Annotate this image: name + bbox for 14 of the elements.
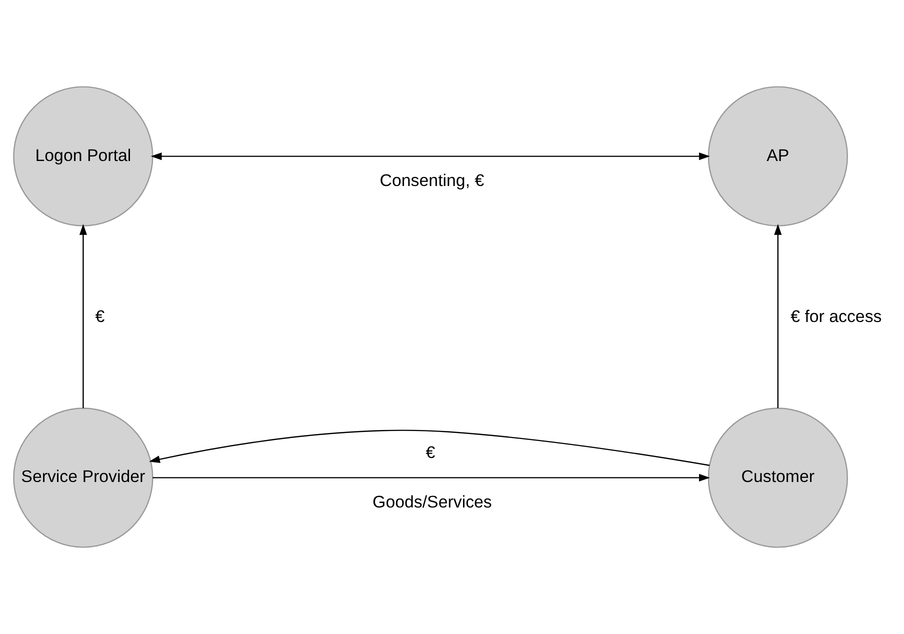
node-circle: Logon Portal	[13, 86, 154, 226]
arrow	[150, 152, 710, 160]
arrow	[148, 430, 710, 466]
edge-label: €	[426, 443, 436, 462]
arrow	[79, 224, 87, 408]
edge-label: € for access	[790, 307, 882, 326]
arrow	[152, 474, 710, 482]
arrow	[774, 224, 782, 408]
edge-label: €	[95, 307, 105, 326]
node-circle: Service Provider	[13, 408, 154, 548]
edge-label: Consenting, €	[380, 171, 484, 190]
node-circle: AP	[708, 86, 848, 226]
edge-label: Goods/Services	[372, 492, 492, 512]
node-circle: Customer	[708, 408, 848, 548]
